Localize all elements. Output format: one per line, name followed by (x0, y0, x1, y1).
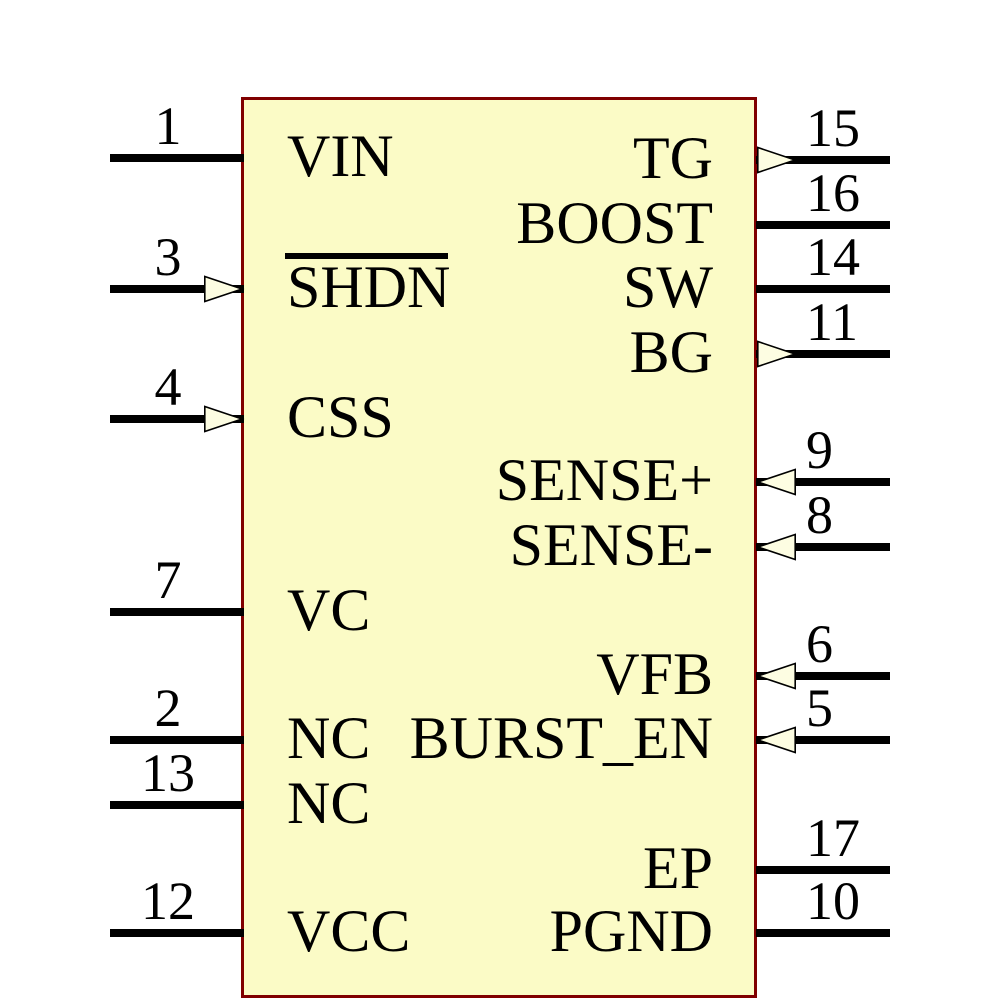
pin-number-shdn-3: 3 (154, 227, 182, 287)
pin-line-nc-13[interactable] (110, 801, 244, 809)
pin-line-bg-11[interactable] (756, 350, 890, 358)
pin-number-vc-7: 7 (154, 550, 182, 610)
pin-number-sense--8: 8 (806, 485, 833, 545)
output-arrow-icon-tg-15 (757, 146, 798, 174)
pin-label-sw-14: SW (623, 254, 713, 320)
pin-number-boost-16: 16 (806, 163, 860, 223)
pin-line-nc-2[interactable] (110, 736, 244, 744)
pin-label-nc-13: NC (287, 770, 371, 836)
pin-label-css-4: CSS (287, 384, 394, 450)
input-arrow-icon-sense--9 (755, 468, 797, 496)
pin-line-ep-17[interactable] (756, 866, 890, 874)
pin-line-vfb-6[interactable] (756, 672, 890, 680)
input-arrow-icon-vfb-6 (755, 662, 797, 690)
input-arrow-icon-sense--8 (755, 533, 797, 561)
pin-label-sense--9: SENSE+ (495, 447, 713, 513)
pin-number-vin-1: 1 (154, 96, 182, 156)
pin-number-ep-17: 17 (806, 808, 860, 868)
pin-number-sw-14: 14 (806, 227, 860, 287)
input-arrow-icon-burst-en-5 (755, 726, 797, 754)
pin-line-pgnd-10[interactable] (756, 929, 890, 937)
pin-number-sense--9: 9 (806, 420, 833, 480)
pin-number-bg-11: 11 (806, 292, 858, 352)
pin-line-boost-16[interactable] (756, 221, 890, 229)
input-arrow-icon-css-4 (204, 405, 245, 433)
pin-label-tg-15: TG (633, 125, 713, 191)
pin-label-ep-17: EP (642, 835, 713, 901)
pin-line-sense--9[interactable] (756, 478, 890, 486)
pin-line-burst-en-5[interactable] (756, 736, 890, 744)
ic-body[interactable] (241, 97, 757, 998)
pin-number-css-4: 4 (154, 357, 182, 417)
pin-line-vc-7[interactable] (110, 608, 244, 616)
pin-label-shdn-3: SHDN (287, 254, 451, 320)
active-low-overline-shdn-3 (285, 253, 448, 259)
pin-line-sw-14[interactable] (756, 285, 890, 293)
pin-number-burst-en-5: 5 (806, 678, 833, 738)
pin-label-vin-1: VIN (287, 123, 394, 189)
pin-label-vcc-12: VCC (287, 898, 411, 964)
pin-label-nc-2: NC (287, 705, 371, 771)
pin-line-shdn-3[interactable] (110, 285, 244, 293)
pin-number-tg-15: 15 (806, 98, 860, 158)
pin-label-boost-16: BOOST (516, 190, 713, 256)
input-arrow-icon-shdn-3 (204, 275, 245, 303)
pin-number-vfb-6: 6 (806, 614, 833, 674)
pin-label-sense--8: SENSE- (509, 512, 713, 578)
pin-line-sense--8[interactable] (756, 543, 890, 551)
pin-number-vcc-12: 12 (141, 871, 195, 931)
pin-line-vin-1[interactable] (110, 154, 244, 162)
pin-line-css-4[interactable] (110, 415, 244, 423)
pin-number-nc-13: 13 (141, 743, 195, 803)
pin-line-vcc-12[interactable] (110, 929, 244, 937)
output-arrow-icon-bg-11 (757, 340, 798, 368)
pin-label-vfb-6: VFB (596, 641, 713, 707)
pin-label-burst-en-5: BURST_EN (409, 705, 713, 771)
pin-number-nc-2: 2 (154, 678, 182, 738)
pin-label-bg-11: BG (629, 319, 713, 385)
pin-line-tg-15[interactable] (756, 156, 890, 164)
pin-label-pgnd-10: PGND (549, 898, 713, 964)
pin-label-vc-7: VC (287, 577, 371, 643)
pin-number-pgnd-10: 10 (806, 871, 860, 931)
